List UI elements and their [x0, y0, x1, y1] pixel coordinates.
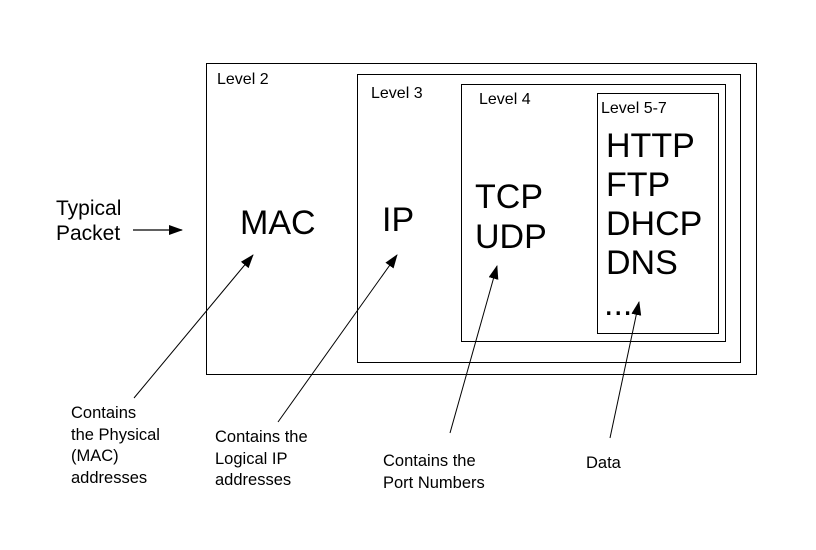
packet-label: Typical Packet: [56, 196, 121, 246]
annotation-line: addresses: [71, 468, 148, 487]
annotation-mac: Contains the Physical (MAC) addresses: [71, 403, 160, 489]
annotation-line: Port Numbers: [383, 473, 485, 492]
level-3-title: Level 3: [371, 85, 423, 102]
level-2-title: Level 2: [217, 71, 269, 88]
protocol-tcp: TCP: [475, 178, 543, 216]
mac-arrow: [133, 254, 254, 399]
level-5-7-box: [597, 93, 719, 334]
protocol-ellipsis: ...: [604, 285, 633, 323]
annotation-port: Contains the Port Numbers: [383, 451, 485, 494]
port-arrow: [449, 265, 499, 434]
ip-arrow: [277, 254, 398, 423]
annotation-line: Contains the: [215, 428, 308, 446]
protocol-ip: IP: [382, 201, 415, 239]
annotation-line: Data: [586, 454, 621, 472]
level-3-box: [357, 74, 741, 363]
protocol-ftp: FTP: [606, 166, 671, 204]
annotation-ip: Contains the Logical IP addresses: [215, 427, 308, 492]
level-4-box: [461, 84, 726, 342]
annotation-line: Contains: [71, 404, 137, 422]
protocol-mac: MAC: [240, 204, 316, 242]
level-2-box: [206, 63, 757, 375]
protocol-dns: DNS: [606, 244, 678, 282]
data-arrow: [609, 301, 642, 439]
annotation-line: Contains the: [383, 452, 476, 470]
annotation-line: (MAC): [71, 447, 119, 465]
annotation-data: Data: [586, 453, 621, 475]
annotation-line: the Physical: [71, 425, 160, 444]
level-4-title: Level 4: [479, 91, 531, 108]
annotation-line: Logical IP: [215, 449, 288, 468]
protocol-http: HTTP: [606, 127, 695, 165]
protocol-dhcp: DHCP: [606, 205, 703, 243]
packet-label-line: Packet: [56, 222, 121, 245]
packet-label-line: Typical: [56, 197, 122, 220]
protocol-udp: UDP: [475, 218, 547, 256]
level-5-7-title: Level 5-7: [601, 100, 667, 117]
annotation-line: addresses: [215, 471, 292, 489]
